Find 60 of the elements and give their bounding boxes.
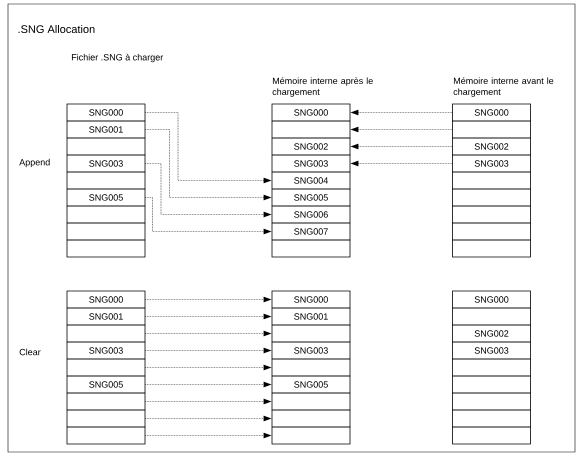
slot-box: SNG005 <box>272 376 350 394</box>
slot-box <box>452 392 531 410</box>
slot-box <box>66 240 146 258</box>
slot-box <box>66 426 146 444</box>
slot-box: SNG000 <box>272 290 350 308</box>
slot-box: SNG000 <box>66 104 146 122</box>
slot-box: SNG005 <box>66 376 146 394</box>
slot-box <box>452 188 531 206</box>
slot-box <box>452 426 531 444</box>
slot-box <box>66 222 146 240</box>
diagram-title: .SNG Allocation <box>18 24 94 34</box>
slot-box <box>452 206 531 224</box>
row-label: Append <box>19 158 50 168</box>
column-heading: Mémoire interne après le chargement <box>272 77 373 97</box>
slot-box: SNG004 <box>272 172 350 190</box>
slot-box <box>452 376 531 394</box>
slot-box <box>66 172 146 190</box>
row-label: Clear <box>20 348 41 356</box>
slot-box: SNG000 <box>272 104 350 122</box>
column-heading: Mémoire interne avant le chargement <box>454 77 554 97</box>
slot-box <box>452 240 531 258</box>
slot-box: SNG006 <box>272 206 350 224</box>
slot-box: SNG002 <box>452 138 531 156</box>
slot-box: SNG003 <box>452 342 531 360</box>
slot-box <box>66 138 146 156</box>
slot-box <box>452 358 531 376</box>
slot-box <box>272 120 350 138</box>
slot-box: SNG001 <box>272 308 350 326</box>
slot-box: SNG003 <box>66 342 146 360</box>
slot-box: SNG000 <box>66 290 146 308</box>
slot-box <box>272 240 350 258</box>
slot-box <box>272 392 350 410</box>
slot-box <box>66 392 146 410</box>
slot-box <box>66 206 146 224</box>
slot-box: SNG003 <box>66 154 146 172</box>
slot-box: SNG003 <box>452 154 531 172</box>
slot-box <box>66 358 146 376</box>
slot-box: SNG003 <box>272 342 350 360</box>
slot-box: SNG005 <box>66 188 146 206</box>
slot-box <box>452 410 531 428</box>
slot-box: SNG007 <box>272 222 350 240</box>
column-heading: Fichier .SNG à charger <box>72 54 164 62</box>
slot-box <box>272 358 350 376</box>
slot-box <box>452 222 531 240</box>
slot-box: SNG005 <box>272 188 350 206</box>
slot-box <box>272 324 350 342</box>
slot-box: SNG002 <box>452 324 531 342</box>
slot-box <box>66 324 146 342</box>
slot-box <box>272 410 350 428</box>
slot-box: SNG002 <box>272 138 350 156</box>
slot-box: SNG001 <box>66 308 146 326</box>
slot-box: SNG000 <box>452 104 531 122</box>
slot-box <box>452 308 531 326</box>
slot-box: SNG000 <box>452 290 531 308</box>
slot-box <box>452 172 531 190</box>
slot-box <box>272 426 350 444</box>
slot-box <box>66 410 146 428</box>
slot-box <box>452 120 531 138</box>
slot-box: SNG001 <box>66 120 146 138</box>
slot-box: SNG003 <box>272 154 350 172</box>
